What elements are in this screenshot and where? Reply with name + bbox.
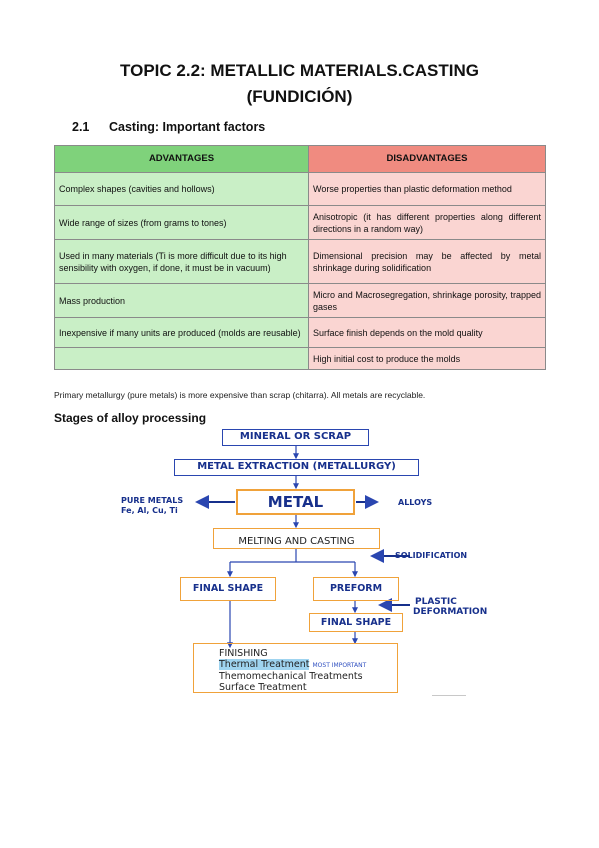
advantage-cell: Used in many materials (Ti is more diffi… (54, 239, 309, 284)
metal-box: METAL (236, 489, 355, 515)
disadvantage-cell: Dimensional precision may be affected by… (308, 239, 546, 284)
preform-box: PREFORM (313, 577, 399, 601)
solidification-label: SOLIDIFICATION (395, 551, 468, 560)
advantage-cell: Wide range of sizes (from grams to tones… (54, 205, 309, 240)
section-heading: 2.1 Casting: Important factors (72, 120, 265, 134)
plastic-deformation-label: PLASTIC DEFORMATION (413, 597, 487, 617)
most-important-note: MOST IMPORTANT (312, 662, 367, 669)
advantage-cell (54, 347, 309, 370)
finishing-title: FINISHING (219, 648, 268, 659)
title-line-1: TOPIC 2.2: METALLIC MATERIALS.CASTING (120, 61, 479, 80)
metal-extraction-box: METAL EXTRACTION (METALLURGY) (174, 459, 419, 476)
stages-heading: Stages of alloy processing (54, 411, 207, 425)
disadvantage-cell: Surface finish depends on the mold quali… (308, 317, 546, 348)
advantage-cell: Inexpensive if many units are produced (… (54, 317, 309, 348)
disadvantage-cell: High initial cost to produce the molds (308, 347, 546, 370)
section-number: 2.1 (72, 120, 90, 134)
disadvantage-cell: Anisotropic (it has different properties… (308, 205, 546, 240)
advantage-cell: Complex shapes (cavities and hollows) (54, 172, 309, 206)
melting-casting-box: MELTING AND CASTING (213, 528, 380, 549)
section-title: Casting: Important factors (109, 120, 266, 134)
table-row: Mass production Micro and Macrosegregati… (54, 283, 546, 318)
table-row: Used in many materials (Ti is more diffi… (54, 239, 546, 284)
factors-table: ADVANTAGES DISADVANTAGES Complex shapes … (54, 145, 546, 370)
table-row: Complex shapes (cavities and hollows) Wo… (54, 172, 546, 206)
alloys-label: ALLOYS (398, 498, 433, 507)
metallurgy-note: Primary metallurgy (pure metals) is more… (54, 390, 426, 400)
thermal-treatment: Thermal Treatment (219, 659, 310, 670)
advantage-cell: Mass production (54, 283, 309, 318)
table-row: High initial cost to produce the molds (54, 347, 546, 370)
disadvantage-cell: Micro and Macrosegregation, shrinkage po… (308, 283, 546, 318)
final-shape-right-box: FINAL SHAPE (309, 613, 403, 632)
thermomechanical-treatments: Themomechanical Treatments (219, 671, 363, 682)
pure-metals-list: Fe, Al, Cu, Ti (121, 506, 178, 515)
table-row: Wide range of sizes (from grams to tones… (54, 205, 546, 240)
final-shape-left-box: FINAL SHAPE (180, 577, 276, 601)
title-line-2: (FUNDICIÓN) (246, 87, 353, 106)
plastic-line-1: PLASTIC (415, 597, 457, 607)
table-row: Inexpensive if many units are produced (… (54, 317, 546, 348)
divider-line (432, 695, 466, 696)
table-header-row: ADVANTAGES DISADVANTAGES (54, 145, 546, 173)
advantages-header: ADVANTAGES (54, 145, 309, 173)
page-title: TOPIC 2.2: METALLIC MATERIALS.CASTING (F… (0, 58, 599, 110)
pure-metals-title: PURE METALS (121, 496, 184, 505)
pure-metals-label: PURE METALS Fe, Al, Cu, Ti (121, 496, 183, 516)
melting-casting-label: MELTING AND CASTING (238, 536, 355, 547)
mineral-or-scrap-box: MINERAL OR SCRAP (222, 429, 369, 446)
surface-treatment: Surface Treatment (219, 682, 307, 693)
plastic-line-2: DEFORMATION (413, 607, 488, 617)
